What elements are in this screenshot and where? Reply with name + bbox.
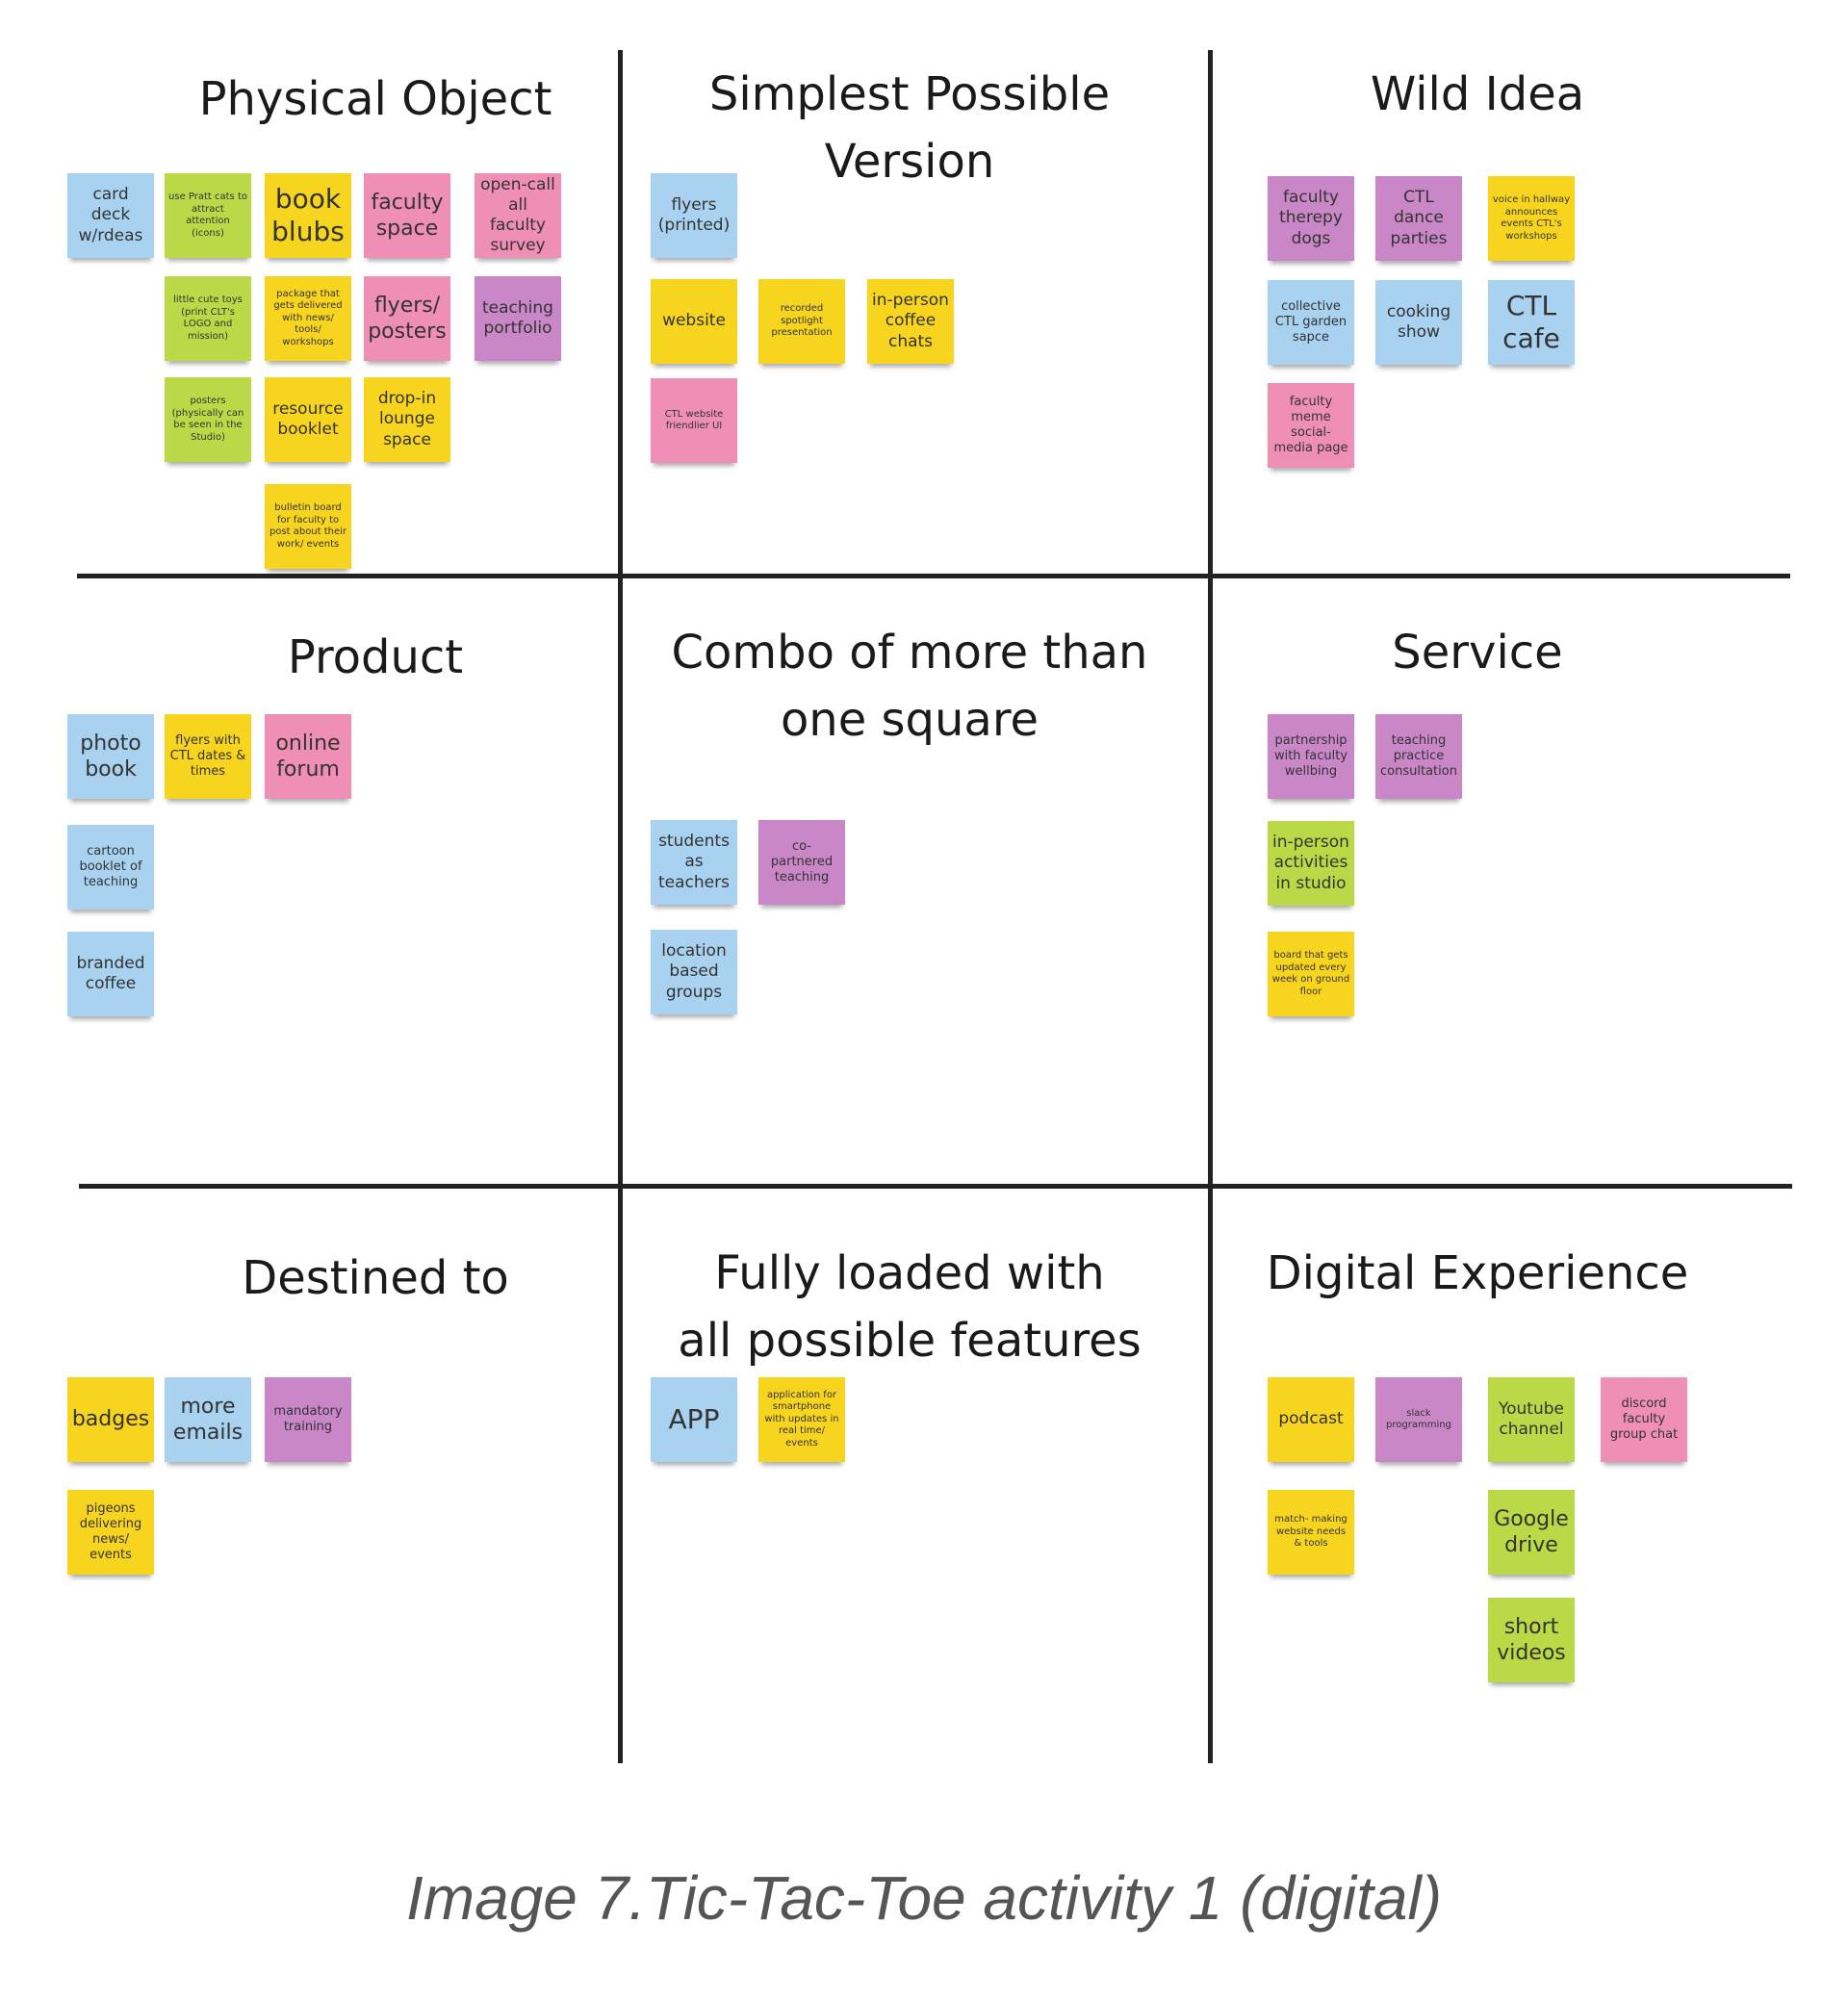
sticky-note[interactable]: cooking show (1375, 280, 1462, 365)
sticky-note[interactable]: more emails (165, 1377, 251, 1462)
cell-title-line: all possible features (678, 1314, 1142, 1368)
cell-title-destined-to: Destined to (77, 1244, 674, 1312)
sticky-note[interactable]: students as teachers (651, 820, 737, 905)
sticky-note[interactable]: resource booklet (265, 377, 351, 462)
sticky-note[interactable]: use Pratt cats to attract attention (ico… (165, 173, 251, 258)
sticky-note[interactable]: APP (651, 1377, 737, 1462)
cell-title-line: Physical Object (198, 72, 552, 126)
sticky-note[interactable]: Google drive (1488, 1490, 1575, 1575)
sticky-note[interactable]: cartoon booklet of teaching (67, 825, 154, 910)
sticky-note[interactable]: website (651, 279, 737, 364)
sticky-note[interactable]: little cute toys (print CLT's LOGO and m… (165, 276, 251, 361)
cell-title-line: Service (1392, 626, 1563, 679)
cell-title-digital-experience: Digital Experience (1213, 1240, 1742, 1307)
sticky-note[interactable]: collective CTL garden sapce (1268, 280, 1354, 365)
cell-title-line: Destined to (242, 1251, 509, 1305)
cell-title-wild-idea: Wild Idea (1213, 61, 1742, 128)
sticky-note[interactable]: match- making website needs & tools (1268, 1490, 1354, 1575)
grid-line-vertical-right (1208, 50, 1213, 1763)
cell-title-line: Digital Experience (1266, 1246, 1689, 1300)
sticky-note[interactable]: application for smartphone with updates … (758, 1377, 845, 1462)
sticky-note[interactable]: bulletin board for faculty to post about… (265, 484, 351, 569)
cell-title-line: Product (287, 630, 464, 684)
cell-title-physical-object: Physical Object (77, 65, 674, 133)
sticky-note[interactable]: discord faculty group chat (1601, 1377, 1687, 1462)
grid-line-horizontal-top (77, 574, 1790, 578)
sticky-note[interactable]: badges (67, 1377, 154, 1462)
cell-title-line: one square (780, 693, 1040, 747)
sticky-note[interactable]: CTL website friendlier UI (651, 378, 737, 463)
grid-line-vertical-left (618, 50, 623, 1763)
sticky-note[interactable]: flyers/ posters (364, 276, 450, 361)
sticky-note[interactable]: flyers with CTL dates & times (165, 714, 251, 799)
sticky-note[interactable]: mandatory training (265, 1377, 351, 1462)
sticky-note[interactable]: CTL cafe (1488, 280, 1575, 365)
cell-title-product: Product (77, 624, 674, 691)
sticky-note[interactable]: teaching practice consultation (1375, 714, 1462, 799)
sticky-note[interactable]: faculty therepy dogs (1268, 176, 1354, 261)
cell-title-line: Fully loaded with (714, 1246, 1105, 1300)
sticky-note[interactable]: location based groups (651, 930, 737, 1014)
sticky-note[interactable]: faculty space (364, 173, 450, 258)
sticky-note[interactable]: short videos (1488, 1598, 1575, 1682)
sticky-note[interactable]: in-person activities in studio (1268, 821, 1354, 906)
sticky-note[interactable]: podcast (1268, 1377, 1354, 1462)
sticky-note[interactable]: drop-in lounge space (364, 377, 450, 462)
sticky-note[interactable]: Youtube channel (1488, 1377, 1575, 1462)
figure-caption: Image 7.Tic-Tac-Toe activity 1 (digital) (406, 1863, 1442, 1933)
sticky-note[interactable]: open-call all faculty survey (475, 173, 561, 258)
cell-title-fully-loaded: Fully loaded with all possible features (621, 1240, 1198, 1374)
sticky-note[interactable]: board that gets updated every week on gr… (1268, 932, 1354, 1016)
sticky-note[interactable]: photo book (67, 714, 154, 799)
sticky-note[interactable]: recorded spotlight presentation (758, 279, 845, 364)
cell-title-line: Simplest Possible (708, 67, 1111, 121)
sticky-note[interactable]: partnership with faculty wellbing (1268, 714, 1354, 799)
sticky-note[interactable]: posters (physically can be seen in the S… (165, 377, 251, 462)
sticky-note[interactable]: faculty meme social- media page (1268, 383, 1354, 468)
sticky-note[interactable]: voice in hallway announces events CTL's … (1488, 176, 1575, 261)
cell-title-line: Combo of more than (671, 626, 1148, 679)
sticky-note[interactable]: slack programming (1375, 1377, 1462, 1462)
sticky-note[interactable]: book blubs (265, 173, 351, 258)
sticky-note[interactable]: branded coffee (67, 932, 154, 1016)
cell-title-line: Wild Idea (1370, 67, 1585, 121)
grid-line-horizontal-bottom (79, 1184, 1792, 1189)
cell-title-line: Version (824, 135, 995, 189)
sticky-note[interactable]: flyers (printed) (651, 173, 737, 258)
sticky-note[interactable]: online forum (265, 714, 351, 799)
sticky-note[interactable]: co- partnered teaching (758, 820, 845, 905)
sticky-note[interactable]: package that gets delivered with news/ t… (265, 276, 351, 361)
sticky-note[interactable]: card deck w/rdeas (67, 173, 154, 258)
sticky-note[interactable]: teaching portfolio (475, 276, 561, 361)
sticky-note[interactable]: CTL dance parties (1375, 176, 1462, 261)
cell-title-combo: Combo of more than one square (621, 619, 1198, 754)
cell-title-service: Service (1213, 619, 1742, 686)
sticky-note[interactable]: in-person coffee chats (867, 279, 954, 364)
sticky-note[interactable]: pigeons delivering news/ events (67, 1490, 154, 1575)
